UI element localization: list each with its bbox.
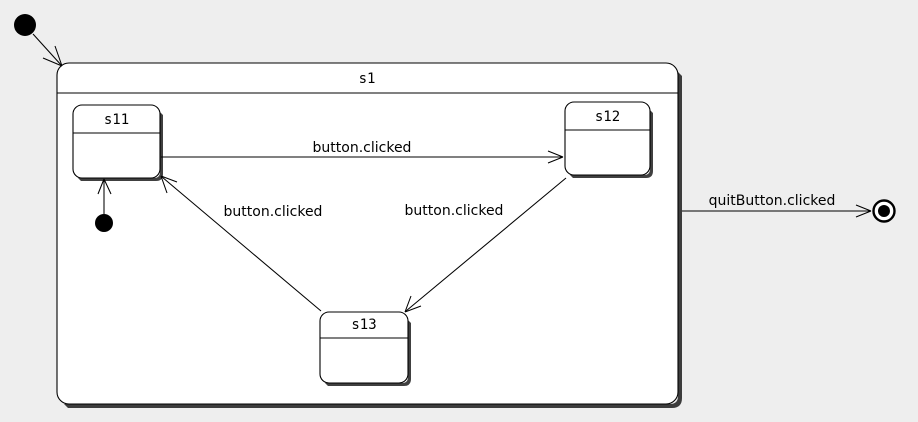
transition-inner-initial-to-s11-arrowhead [97,178,112,195]
transition-outer-initial-to-s1-arrowhead [42,45,63,67]
state-s11-body [72,104,161,179]
transition-outer-initial-to-s1[interactable] [32,33,63,67]
state-s12[interactable]: s12 [564,101,653,178]
composite-state-s1[interactable]: s1 [56,62,682,408]
state-s13[interactable]: s13 [319,311,411,386]
initial-state-inner-dot [95,214,113,232]
transition-s13-to-s11-label: button.clicked [224,204,323,220]
state-s12-label: s12 [595,109,620,125]
transition-s12-to-s13-label: button.clicked [405,203,504,219]
initial-state-inner[interactable] [95,214,113,232]
transition-outer-initial-to-s1-line [32,33,63,67]
state-s12-body [564,101,651,176]
transition-s1-to-final-label: quitButton.clicked [709,193,836,209]
transition-s1-to-final[interactable]: quitButton.clicked [682,193,872,218]
composite-state-title: s1 [359,71,376,87]
transition-s13-to-s11-line [161,176,322,312]
transition-s12-to-s13-line [405,177,567,312]
transition-inner-initial-to-s11[interactable] [97,178,112,214]
state-s11-label: s11 [104,112,129,128]
transition-s1-to-final-arrowhead [855,204,872,218]
final-state[interactable] [872,199,896,223]
state-s11[interactable]: s11 [72,104,163,181]
state-s13-label: s13 [351,317,376,333]
state-s13-body [319,311,409,384]
transition-s11-to-s12[interactable]: button.clicked [161,140,564,164]
transition-s13-to-s11[interactable]: button.clicked [160,175,323,312]
transition-s12-to-s13-arrowhead [404,295,422,313]
composite-state-body [56,62,679,405]
transition-s11-to-s12-label: button.clicked [313,140,412,156]
transition-s13-to-s11-arrowhead [160,175,178,194]
transition-s12-to-s13[interactable]: button.clicked [404,177,567,313]
transition-s11-to-s12-arrowhead [547,150,564,164]
final-state-inner-dot [878,205,890,217]
initial-state-outer-dot [14,14,36,36]
initial-state-outer[interactable] [14,14,36,36]
